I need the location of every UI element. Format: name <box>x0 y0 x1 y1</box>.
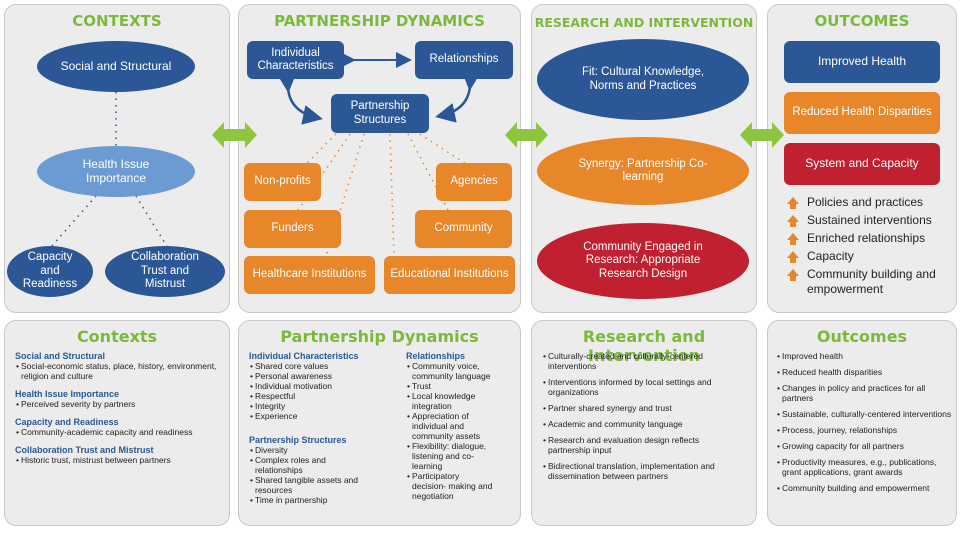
bullet-item: Shared core values <box>249 361 389 371</box>
outcome-list-item: Policies and practices <box>787 195 957 210</box>
bullet-item: Culturally-created and culturally-center… <box>542 351 742 371</box>
relationships-node: Relationships <box>415 41 513 79</box>
outcome-list-item: Sustained interventions <box>787 213 957 228</box>
partnership-detail-panel: Partnership Dynamics Individual Characte… <box>238 320 521 526</box>
bullet-item: Experience <box>249 411 389 421</box>
bullet-item: Academic and community language <box>542 419 742 429</box>
bullet-item: Historic trust, mistrust between partner… <box>15 455 225 465</box>
bullet-item: Individual motivation <box>249 381 389 391</box>
bullet-item: Interventions informed by local settings… <box>542 377 742 397</box>
research-detail-panel: Research and Intervention Culturally-cre… <box>531 320 757 526</box>
community-engaged-node: Community Engaged in Research: Appropria… <box>537 223 749 299</box>
nonprofits-node: Non-profits <box>244 163 321 201</box>
bullet-item: Growing capacity for all partners <box>776 441 952 451</box>
bullet-item: Partner shared synergy and trust <box>542 403 742 413</box>
outcome-list-item: Community building and empowerment <box>787 267 957 297</box>
up-arrow-icon <box>787 215 799 227</box>
contexts-detail-title: Contexts <box>76 327 158 346</box>
bullet-item: Reduced health disparities <box>776 367 952 377</box>
bullet-item: Personal awareness <box>249 371 389 381</box>
individual-structures-column: Individual Characteristics Shared core v… <box>249 351 389 505</box>
health-issue-node: Health Issue Importance <box>37 146 195 197</box>
outcomes-detail-panel: Outcomes Improved health Reduced health … <box>767 320 957 526</box>
bullet-item: Shared tangible assets and resources <box>249 475 377 495</box>
educational-institutions-node: Educational Institutions <box>384 256 515 294</box>
outcomes-detail-list: Improved health Reduced health dispariti… <box>776 351 952 499</box>
up-arrow-icon <box>787 233 799 245</box>
bullet-item: Process, journey, relationships <box>776 425 952 435</box>
funders-node: Funders <box>244 210 341 248</box>
bullet-item: Local knowledge integration <box>406 391 494 411</box>
up-arrow-icon <box>787 251 799 263</box>
partnership-title: PARTNERSHIP DYNAMICS <box>274 12 485 30</box>
research-detail-list: Culturally-created and culturally-center… <box>542 351 742 487</box>
bullet-item: Participatory decision- making and negot… <box>406 471 494 501</box>
partnership-detail-title: Partnership Dynamics <box>280 327 479 346</box>
bullet-item: Diversity <box>249 445 389 455</box>
up-arrow-icon <box>787 269 799 281</box>
outcome-list-item: Enriched relationships <box>787 231 957 246</box>
contexts-detail-list: Social and Structural Social-economic st… <box>15 351 225 465</box>
healthcare-institutions-node: Healthcare Institutions <box>244 256 375 294</box>
bullet-item: Respectful <box>249 391 389 401</box>
partnership-structures-node: Partnership Structures <box>331 94 429 133</box>
bullet-item: Productivity measures, e.g., publication… <box>776 457 952 477</box>
bullet-item: Time in partnership <box>249 495 389 505</box>
individual-characteristics-node: Individual Characteristics <box>247 41 344 79</box>
bullet-item: Trust <box>406 381 510 391</box>
social-structural-node: Social and Structural <box>37 41 195 92</box>
outcomes-arrow-list: Policies and practices Sustained interve… <box>787 195 957 300</box>
bullet-item: Community-academic capacity and readines… <box>15 427 225 437</box>
section-heading: Health Issue Importance <box>15 389 120 399</box>
contexts-detail-panel: Contexts Social and Structural Social-ec… <box>4 320 230 526</box>
bullet-item: Complex roles and relationships <box>249 455 373 475</box>
outcomes-title: OUTCOMES <box>814 12 910 30</box>
bullet-item: Sustainable, culturally-centered interve… <box>776 409 952 419</box>
section-heading: Collaboration Trust and Mistrust <box>15 445 154 455</box>
bullet-item: Community voice, community language <box>406 361 510 381</box>
bullet-item: Community building and empowerment <box>776 483 952 493</box>
section-heading: Capacity and Readiness <box>15 417 119 427</box>
contexts-title: CONTEXTS <box>72 12 162 30</box>
section-heading: Partnership Structures <box>249 435 347 445</box>
bullet-item: Appreciation of individual and community… <box>406 411 494 441</box>
bullet-item: Perceived severity by partners <box>15 399 225 409</box>
research-title: RESEARCH AND INTERVENTION <box>534 15 754 30</box>
collaboration-trust-node: Collaboration Trust and Mistrust <box>105 246 225 297</box>
section-heading: Individual Characteristics <box>249 351 359 361</box>
synergy-node: Synergy: Partnership Co-learning <box>537 137 749 205</box>
bullet-item: Bidirectional translation, implementatio… <box>542 461 742 481</box>
community-node: Community <box>415 210 512 248</box>
agencies-node: Agencies <box>436 163 512 201</box>
bullet-item: Flexibility: dialogue, listening and co-… <box>406 441 504 471</box>
bullet-item: Improved health <box>776 351 952 361</box>
up-arrow-icon <box>787 197 799 209</box>
outcomes-detail-title: Outcomes <box>816 327 908 346</box>
fit-node: Fit: Cultural Knowledge, Norms and Pract… <box>537 39 749 120</box>
bullet-item: Social-economic status, place, history, … <box>15 361 225 381</box>
relationships-column: Relationships Community voice, community… <box>406 351 510 501</box>
section-heading: Relationships <box>406 351 466 361</box>
bullet-item: Research and evaluation design reflects … <box>542 435 742 455</box>
capacity-readiness-node: Capacity and Readiness <box>7 246 93 297</box>
improved-health-node: Improved Health <box>784 41 940 83</box>
bullet-item: Integrity <box>249 401 389 411</box>
section-heading: Social and Structural <box>15 351 106 361</box>
reduced-disparities-node: Reduced Health Disparities <box>784 92 940 134</box>
bullet-item: Changes in policy and practices for all … <box>776 383 952 403</box>
outcome-list-item: Capacity <box>787 249 957 264</box>
system-capacity-node: System and Capacity <box>784 143 940 185</box>
